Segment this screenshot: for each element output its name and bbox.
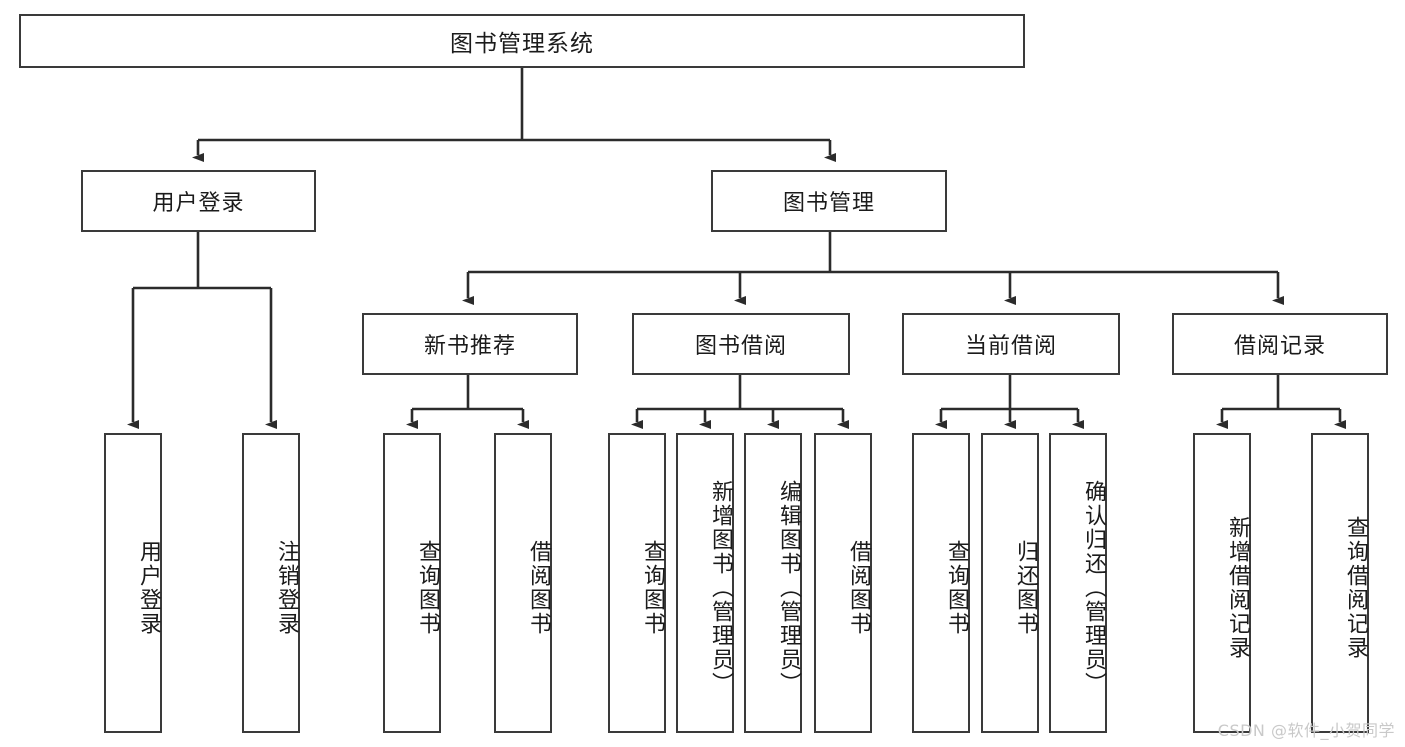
leaf-new-book-borrow[interactable]: 借阅图书 <box>494 433 552 733</box>
node-borrow-records[interactable]: 借阅记录 <box>1172 313 1388 375</box>
node-root[interactable]: 图书管理系统 <box>19 14 1025 68</box>
leaf-borrow-borrow-book[interactable]: 借阅图书 <box>814 433 872 733</box>
leaf-new-book-borrow-label: 借阅图书 <box>526 540 551 636</box>
node-book-management-label: 图书管理 <box>782 191 875 216</box>
leaf-records-query[interactable]: 查询借阅记录 <box>1311 433 1369 733</box>
node-current-borrow-label: 当前借阅 <box>964 334 1057 359</box>
leaf-current-query-label: 查询图书 <box>944 540 969 636</box>
leaf-current-confirm-return[interactable]: 确认归还（管理员） <box>1049 433 1107 733</box>
node-current-borrow[interactable]: 当前借阅 <box>902 313 1120 375</box>
leaf-new-book-query-label: 查询图书 <box>415 540 440 636</box>
leaf-borrow-borrow-book-label: 借阅图书 <box>846 540 871 636</box>
node-root-label: 图书管理系统 <box>450 31 594 57</box>
leaf-borrow-add-book-label: 新增图书（管理员） <box>708 480 733 696</box>
leaf-current-return[interactable]: 归还图书 <box>981 433 1039 733</box>
node-user-login-label: 用户登录 <box>152 191 245 216</box>
leaf-user-login-signout[interactable]: 注销登录 <box>242 433 300 733</box>
leaf-current-query[interactable]: 查询图书 <box>912 433 970 733</box>
watermark: CSDN @软件_小贺同学 <box>1217 721 1395 740</box>
leaf-current-return-label: 归还图书 <box>1013 540 1038 636</box>
leaf-borrow-query[interactable]: 查询图书 <box>608 433 666 733</box>
node-new-book-recommend[interactable]: 新书推荐 <box>362 313 578 375</box>
leaf-user-login-signout-label: 注销登录 <box>274 540 299 636</box>
leaf-current-confirm-return-label: 确认归还（管理员） <box>1081 480 1106 696</box>
leaf-borrow-add-book[interactable]: 新增图书（管理员） <box>676 433 734 733</box>
leaf-records-query-label: 查询借阅记录 <box>1343 516 1368 660</box>
leaf-user-login-signin-label: 用户登录 <box>136 540 161 636</box>
leaf-records-add[interactable]: 新增借阅记录 <box>1193 433 1251 733</box>
leaf-user-login-signin[interactable]: 用户登录 <box>104 433 162 733</box>
node-book-borrow-label: 图书借阅 <box>694 334 787 359</box>
node-book-management[interactable]: 图书管理 <box>711 170 947 232</box>
node-book-borrow[interactable]: 图书借阅 <box>632 313 850 375</box>
node-user-login[interactable]: 用户登录 <box>81 170 316 232</box>
node-new-book-recommend-label: 新书推荐 <box>423 334 516 359</box>
leaf-borrow-edit-book[interactable]: 编辑图书（管理员） <box>744 433 802 733</box>
node-borrow-records-label: 借阅记录 <box>1233 334 1326 359</box>
leaf-new-book-query[interactable]: 查询图书 <box>383 433 441 733</box>
leaf-records-add-label: 新增借阅记录 <box>1225 516 1250 660</box>
leaf-borrow-edit-book-label: 编辑图书（管理员） <box>776 480 801 696</box>
leaf-borrow-query-label: 查询图书 <box>640 540 665 636</box>
